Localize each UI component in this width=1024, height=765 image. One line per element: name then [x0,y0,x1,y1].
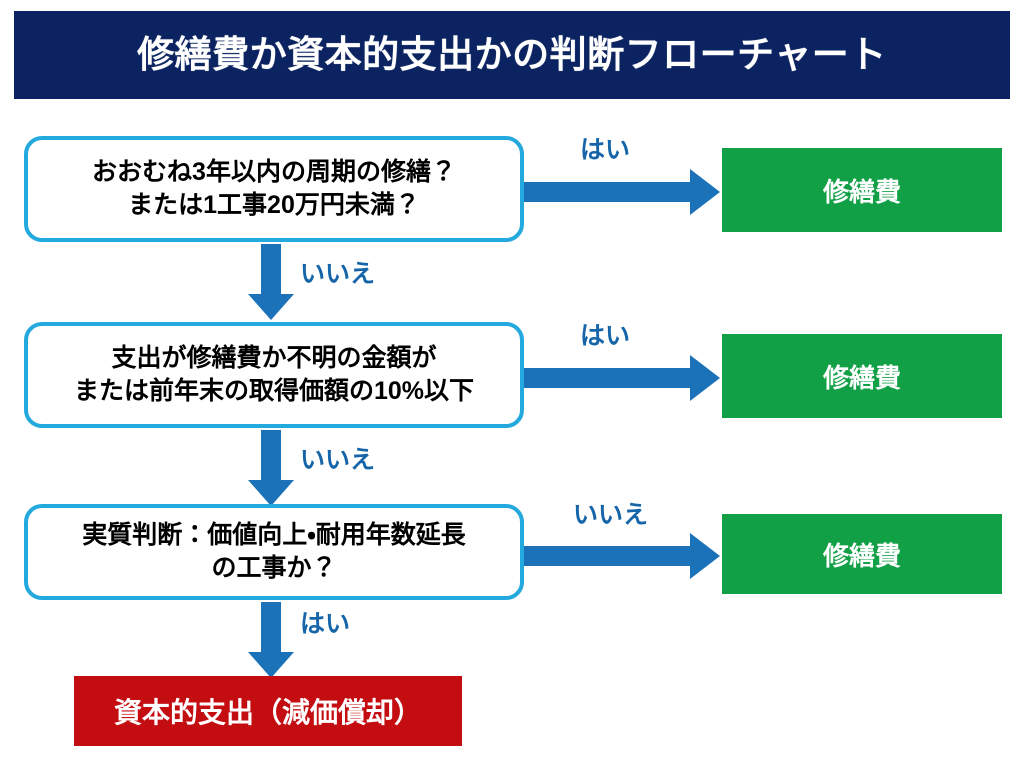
arrow-down-icon-3 [248,602,294,678]
arrow-shaft [261,244,281,296]
arrow-head [690,169,720,215]
arrow-shaft [524,546,690,566]
edge-label-yes-2: はい [580,322,631,350]
decision-box-2-line-1: 支出が修繕費か不明の金額が [111,343,437,372]
arrow-head [690,533,720,579]
arrow-head [248,294,294,320]
arrow-down-icon-2 [248,430,294,506]
page-title-bar: 修繕費か資本的支出かの判断フローチャート [14,11,1010,99]
result-box-2-label: 修繕費 [822,362,901,393]
decision-box-1-line-2: または1工事20万円未満？ [128,191,420,219]
arrow-shaft [261,430,281,482]
arrow-right-icon-3 [524,533,720,579]
arrow-down-icon-1 [248,244,294,324]
edge-label-yes-3: はい [300,610,351,638]
page-title: 修繕費か資本的支出かの判断フローチャート [137,33,887,75]
arrow-head [248,652,294,678]
decision-box-2: 支出が修繕費か不明の金額が または前年末の取得価額の10%以下 [24,322,524,428]
arrow-right-icon-1 [524,169,720,215]
edge-label-no-1: いいえ [300,260,376,288]
arrow-shaft [524,182,690,202]
edge-label-no-2: いいえ [300,446,376,474]
result-box-1: 修繕費 [722,148,1002,232]
decision-box-2-line-2: または前年末の取得価額の10%以下 [73,377,475,405]
decision-box-1-line-1: おおむね3年以内の周期の修繕？ [92,157,456,186]
arrow-head [690,355,720,401]
arrow-shaft [261,602,281,654]
decision-box-1: おおむね3年以内の周期の修繕？ または1工事20万円未満？ [24,136,524,242]
result-box-2: 修繕費 [722,334,1002,418]
arrow-shaft [524,368,690,388]
decision-box-3-line-1: 実質判断：価値向上・耐用年数延長 [82,520,466,549]
result-box-4-label: 資本的支出（減価償却） [113,697,422,728]
arrow-head [248,480,294,506]
edge-label-yes-1: はい [580,136,631,164]
arrow-right-icon-2 [524,355,720,401]
result-box-3-label: 修繕費 [822,540,901,571]
edge-label-no-3: いいえ [573,501,649,529]
result-box-3: 修繕費 [722,514,1002,594]
result-box-1-label: 修繕費 [822,176,901,207]
decision-box-3-line-2: の工事か？ [211,554,337,582]
result-box-4: 資本的支出（減価償却） [74,676,462,746]
decision-box-3: 実質判断：価値向上・耐用年数延長 の工事か？ [24,504,524,600]
